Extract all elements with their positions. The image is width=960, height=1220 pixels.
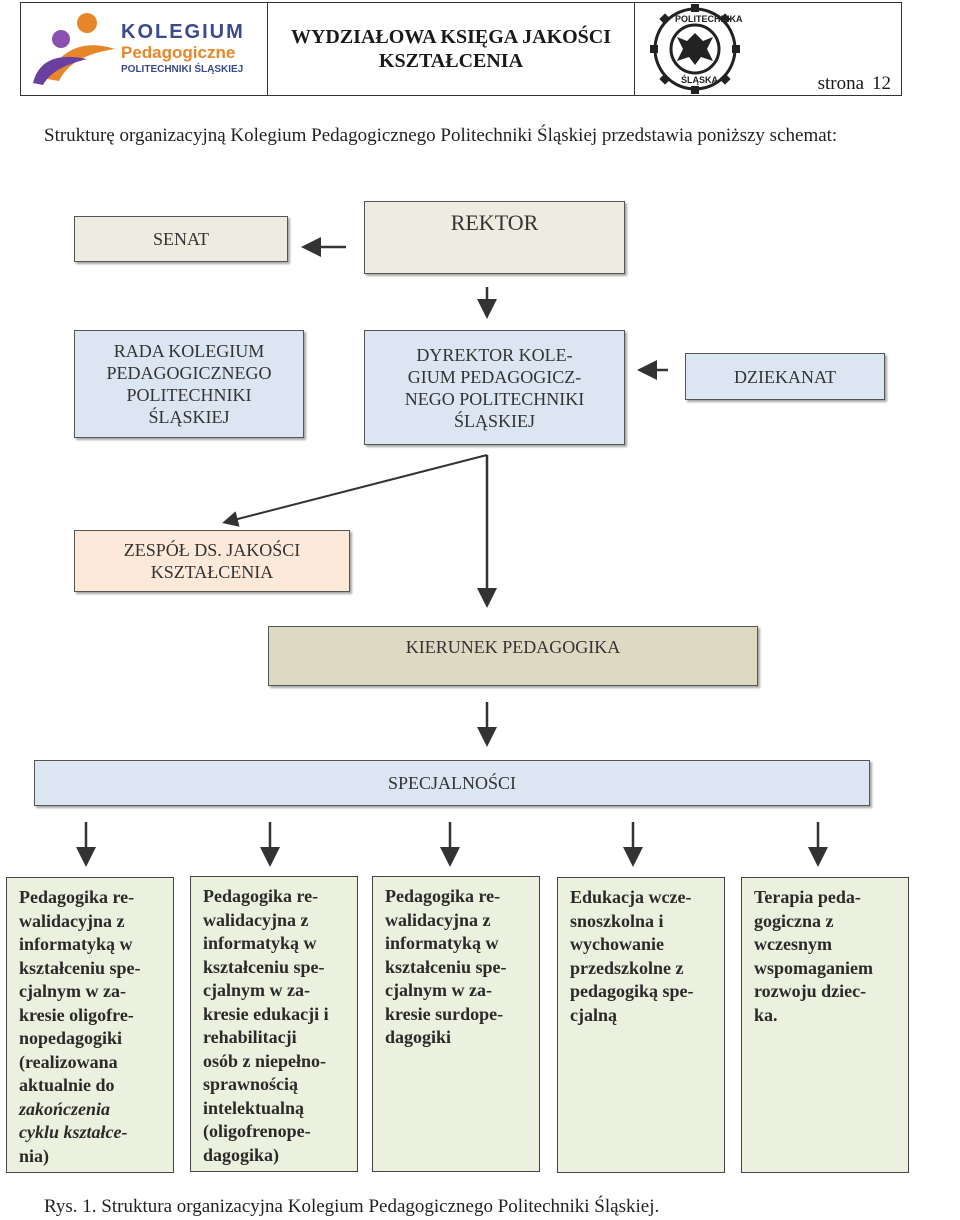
spec-5-line-3: wczesnym — [754, 934, 832, 954]
spec-2-line-7: rehabilitacji — [203, 1027, 297, 1047]
spec-2-line-1: Pedagogika re- — [203, 886, 319, 906]
seal-cell: POLITECHNIKA ŚLĄSKA strona 12 — [635, 3, 901, 95]
spec-2-line-2: walidacyjna z — [203, 909, 309, 930]
spec-4-line-1: Edukacja wcze- — [570, 887, 692, 907]
spec-1-tail-line: nia) — [19, 1145, 50, 1166]
kolegium-logo-icon — [33, 13, 115, 85]
spec-box-5: Terapia peda- gogiczna z wczesnym wspoma… — [741, 877, 909, 1173]
spec-4-line-5: pedagogiką spe- — [570, 981, 694, 1001]
spec-3-line-6: kresie surdope- — [385, 1003, 504, 1024]
spec-2-line-5: cjalnym w za- — [203, 980, 310, 1000]
rektor-box: REKTOR — [364, 201, 625, 274]
spec-3-line-1: Pedagogika re- — [385, 886, 501, 906]
spec-4-line-4: przedszkolne z — [570, 957, 684, 978]
spec-1-line-7: nopedagogiki — [19, 1028, 123, 1048]
spec-3-line-4: kształceniu spe- — [385, 956, 507, 977]
spec-3-line-2: walidacyjna z — [385, 909, 491, 930]
spec-2-line-6: kresie edukacji i — [203, 1003, 329, 1024]
dziekanat-box: DZIEKANAT — [685, 353, 885, 400]
spec-2-line-3: informatyką w — [203, 933, 317, 953]
specjalnosci-box: SPECJALNOŚCI — [34, 760, 870, 806]
kierunek-label: KIERUNEK PEDAGOGIKA — [405, 637, 621, 657]
rektor-label: REKTOR — [450, 210, 539, 235]
kierunek-box: KIERUNEK PEDAGOGIKA — [268, 626, 758, 686]
spec-1-line-4: kształceniu spe- — [19, 957, 141, 978]
logo-line-1: KOLEGIUM — [121, 21, 245, 43]
politechnika-seal-icon: POLITECHNIKA ŚLĄSKA — [650, 4, 743, 94]
spec-2-line-10: intelektualną — [203, 1097, 305, 1118]
page-number-label: strona 12 — [818, 73, 891, 95]
spec-1-line-8: (realizowana — [19, 1051, 118, 1072]
spec-5-line-4: wspomaganiem — [754, 957, 874, 978]
spec-2-line-8: osób z niepełno- — [203, 1050, 327, 1071]
spec-3-line-7: dagogiki — [385, 1027, 452, 1047]
page-number: 12 — [872, 73, 891, 94]
spec-1-line-2: walidacyjna z — [19, 910, 125, 931]
logo-line-3: POLITECHNIKI ŚLĄSKIEJ — [121, 64, 244, 75]
spec-1-italic-line-2: cyklu kształce- — [19, 1122, 128, 1142]
logo-cell: KOLEGIUM Pedagogiczne POLITECHNIKI ŚLĄSK… — [21, 3, 268, 95]
spec-box-1: Pedagogika re- walidacyjna z informatyką… — [6, 877, 174, 1173]
spec-3-line-3: informatyką w — [385, 933, 499, 953]
spec-2-line-12: dagogika) — [203, 1144, 280, 1165]
zespol-box: ZESPÓŁ DS. JAKOŚCI KSZTAŁCENIA — [74, 530, 350, 592]
rada-box: RADA KOLEGIUM PEDAGOGICZNEGO POLITECHNIK… — [74, 330, 304, 438]
dyrektor-line-1: DYREKTOR KOLE- — [416, 344, 573, 365]
spec-5-line-1: Terapia peda- — [754, 887, 861, 907]
dyrektor-box: DYREKTOR KOLE- GIUM PEDAGOGICZ- NEGO POL… — [364, 330, 625, 445]
spec-1-italic-line-1: zakończenia — [19, 1098, 111, 1119]
header-title-line-2: KSZTAŁCENIA — [378, 50, 524, 72]
spec-1-line-1: Pedagogika re- — [19, 887, 135, 907]
spec-5-line-6: ka. — [754, 1004, 778, 1025]
spec-3-line-5: cjalnym w za- — [385, 980, 492, 1000]
senat-label: SENAT — [152, 229, 209, 249]
dyrektor-line-3: NEGO POLITECHNIKI — [404, 388, 585, 409]
dyrektor-line-4: ŚLĄSKIEJ — [453, 410, 535, 431]
header-title: WYDZIAŁOWA KSIĘGA JAKOŚCI KSZTAŁCENIA — [268, 3, 635, 95]
rada-line-1: RADA KOLEGIUM — [113, 341, 265, 361]
dyrektor-line-2: GIUM PEDAGOGICZ- — [407, 366, 582, 387]
spec-1-line-6: kresie oligofre- — [19, 1004, 134, 1025]
specjalnosci-label: SPECJALNOŚCI — [387, 773, 517, 793]
spec-5-line-2: gogiczna z — [754, 910, 834, 931]
spec-5-line-5: rozwoju dziec- — [754, 981, 867, 1001]
intro-paragraph: Strukturę organizacyjną Kolegium Pedagog… — [44, 125, 838, 146]
senat-box: SENAT — [74, 216, 288, 262]
spec-4-line-2: snoszkolna i — [570, 910, 664, 931]
spec-1-line-5: cjalnym w za- — [19, 981, 126, 1001]
seal-text-bottom: ŚLĄSKA — [681, 74, 719, 85]
spec-box-4: Edukacja wcze- snoszkolna i wychowanie p… — [557, 877, 725, 1173]
spec-box-2: Pedagogika re- walidacyjna z informatyką… — [190, 876, 358, 1172]
rada-line-3: POLITECHNIKI — [126, 385, 252, 405]
spec-4-line-3: wychowanie — [570, 934, 664, 954]
arrow-dyrektor-zespol — [222, 454, 488, 527]
spec-1-line-9: aktualnie do — [19, 1075, 115, 1095]
rada-line-4: ŚLĄSKIEJ — [148, 407, 230, 427]
seal-text-top: POLITECHNIKA — [675, 14, 743, 24]
rada-line-2: PEDAGOGICZNEGO — [106, 363, 272, 383]
spec-1-line-3: informatyką w — [19, 934, 133, 954]
page-label: strona — [817, 73, 864, 94]
dziekanat-label: DZIEKANAT — [734, 366, 836, 387]
spec-2-line-4: kształceniu spe- — [203, 956, 325, 977]
spec-4-line-6: cjalną — [570, 1004, 617, 1025]
document-header: KOLEGIUM Pedagogiczne POLITECHNIKI ŚLĄSK… — [20, 2, 902, 96]
logo-line-2: Pedagogiczne — [121, 43, 236, 62]
zespol-line-1: ZESPÓŁ DS. JAKOŚCI — [123, 540, 301, 560]
spec-2-line-11: (oligofrenope- — [203, 1121, 311, 1141]
spec-2-line-9: sprawnością — [203, 1074, 299, 1094]
header-title-line-1: WYDZIAŁOWA KSIĘGA JAKOŚCI — [290, 26, 612, 48]
zespol-line-2: KSZTAŁCENIA — [150, 562, 274, 582]
figure-caption: Rys. 1. Struktura organizacyjna Kolegium… — [44, 1196, 660, 1217]
spec-box-3: Pedagogika re- walidacyjna z informatyką… — [372, 876, 540, 1172]
